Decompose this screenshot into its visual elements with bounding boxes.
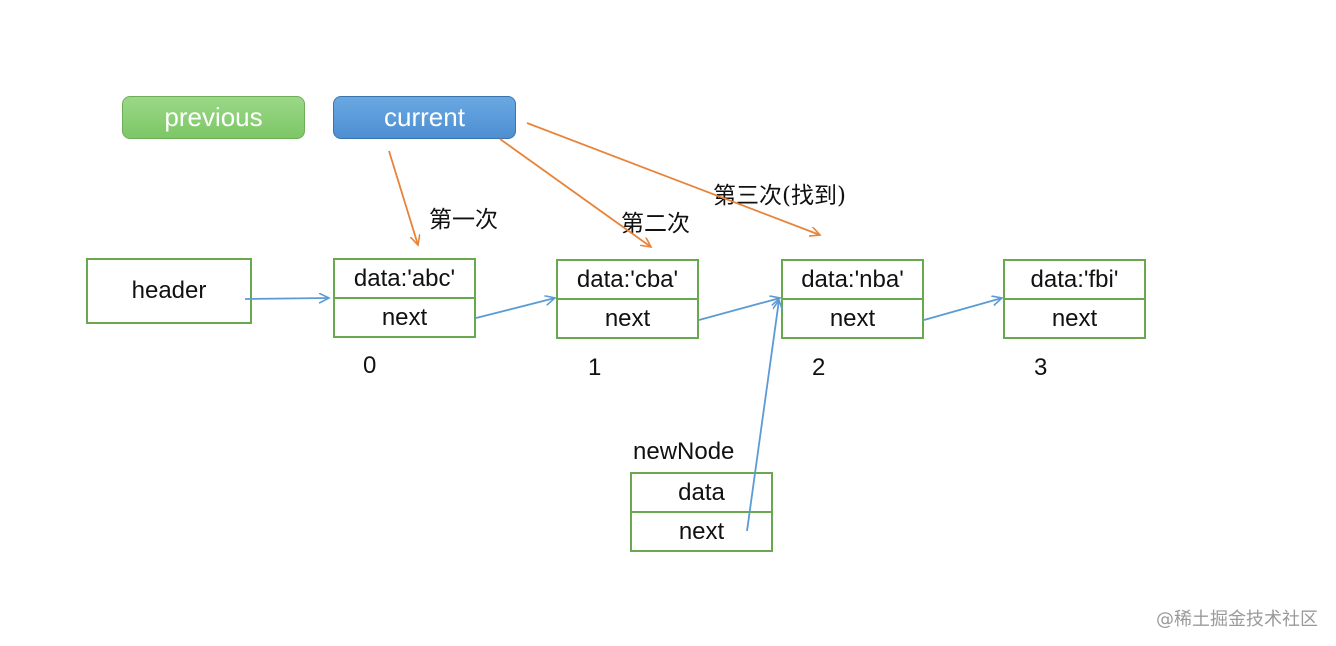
node-data-cell: data:'abc' [353, 264, 456, 292]
step-arrow-2 [499, 138, 651, 247]
step-arrow-3 [526, 122, 820, 235]
node-index-2: 2 [812, 354, 826, 381]
header-link-arrow [244, 298, 329, 299]
header-label: header [131, 277, 207, 304]
node-data-cell: data:'fbi' [1030, 265, 1119, 293]
next-link-arrow-2 [923, 298, 1002, 321]
next-link-arrow-0 [475, 298, 555, 319]
watermark: @稀土掘金技术社区 [1156, 609, 1318, 630]
node-data-cell: data [678, 478, 725, 506]
node-index-1: 1 [588, 354, 602, 381]
node-next-cell: next [335, 297, 474, 336]
node-data-cell: data:'cba' [576, 265, 679, 293]
node-index-3: 3 [1034, 354, 1048, 381]
list-node-2: data:'nba' next [781, 259, 924, 339]
step-label-3: 第三次(找到) [713, 183, 846, 209]
next-link-arrow-1 [698, 298, 780, 321]
step-label-1: 第一次 [429, 207, 498, 233]
new-node-link-arrow [746, 300, 779, 532]
header-box: header [86, 258, 252, 324]
list-node-0: data:'abc' next [333, 258, 476, 338]
node-next-cell: next [632, 511, 771, 550]
node-next-cell: next [1005, 298, 1144, 337]
list-node-3: data:'fbi' next [1003, 259, 1146, 339]
previous-pointer: previous [122, 96, 305, 139]
node-data-cell: data:'nba' [801, 265, 904, 293]
node-next-cell: next [558, 298, 697, 337]
current-pointer: current [333, 96, 516, 139]
list-node-1: data:'cba' next [556, 259, 699, 339]
new-node-label: newNode [633, 438, 735, 465]
node-index-0: 0 [363, 352, 377, 379]
node-next-cell: next [783, 298, 922, 337]
step-arrow-1 [388, 150, 418, 245]
